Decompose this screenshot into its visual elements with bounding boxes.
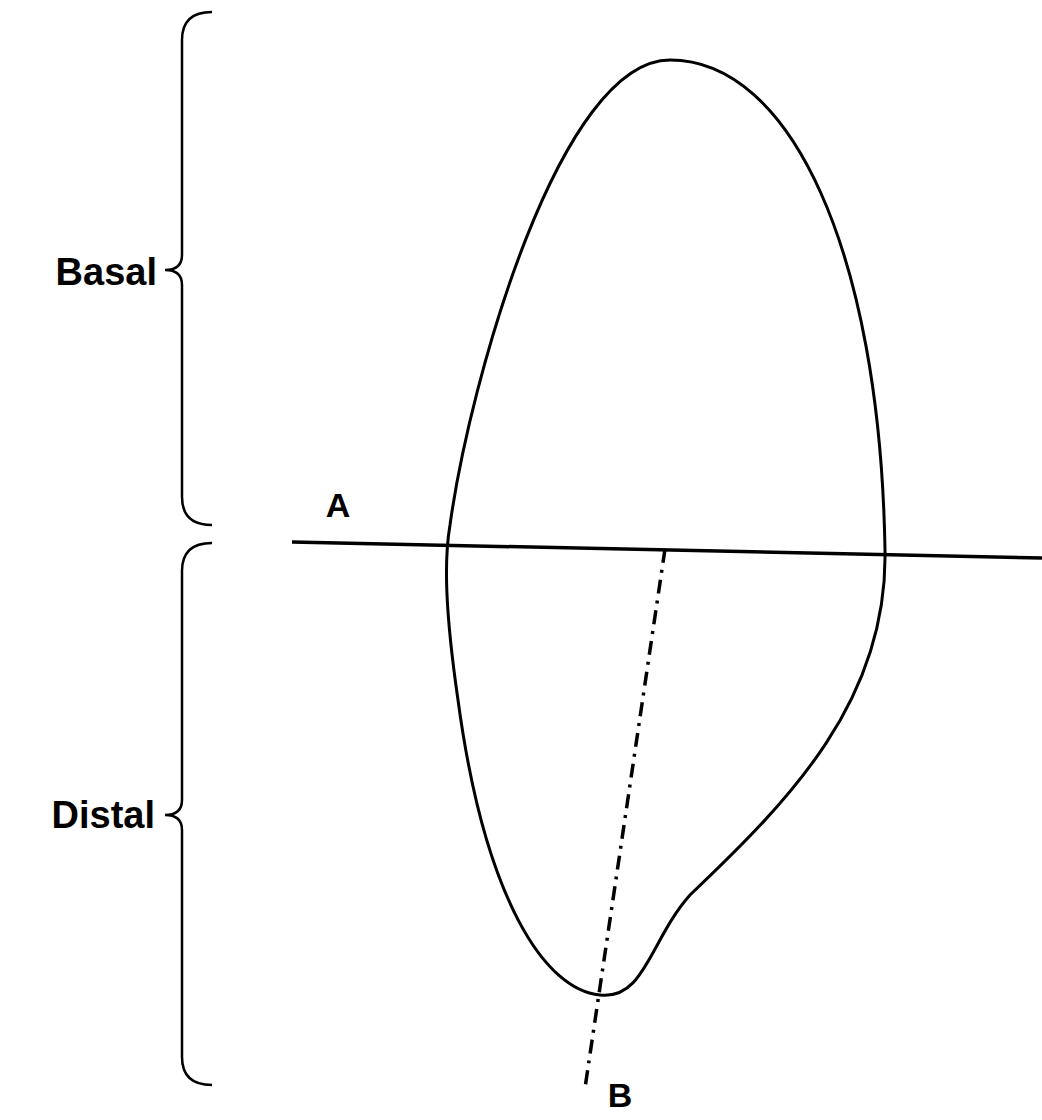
distal-bracket <box>165 543 212 1085</box>
basal-bracket <box>165 12 212 525</box>
line-label: B <box>608 1078 633 1112</box>
seed-outline <box>446 60 885 995</box>
region-label: Basal <box>56 253 157 291</box>
line-b <box>585 549 665 1088</box>
line-a <box>292 542 1042 558</box>
line-label: A <box>326 488 351 522</box>
region-label: Distal <box>52 796 155 834</box>
